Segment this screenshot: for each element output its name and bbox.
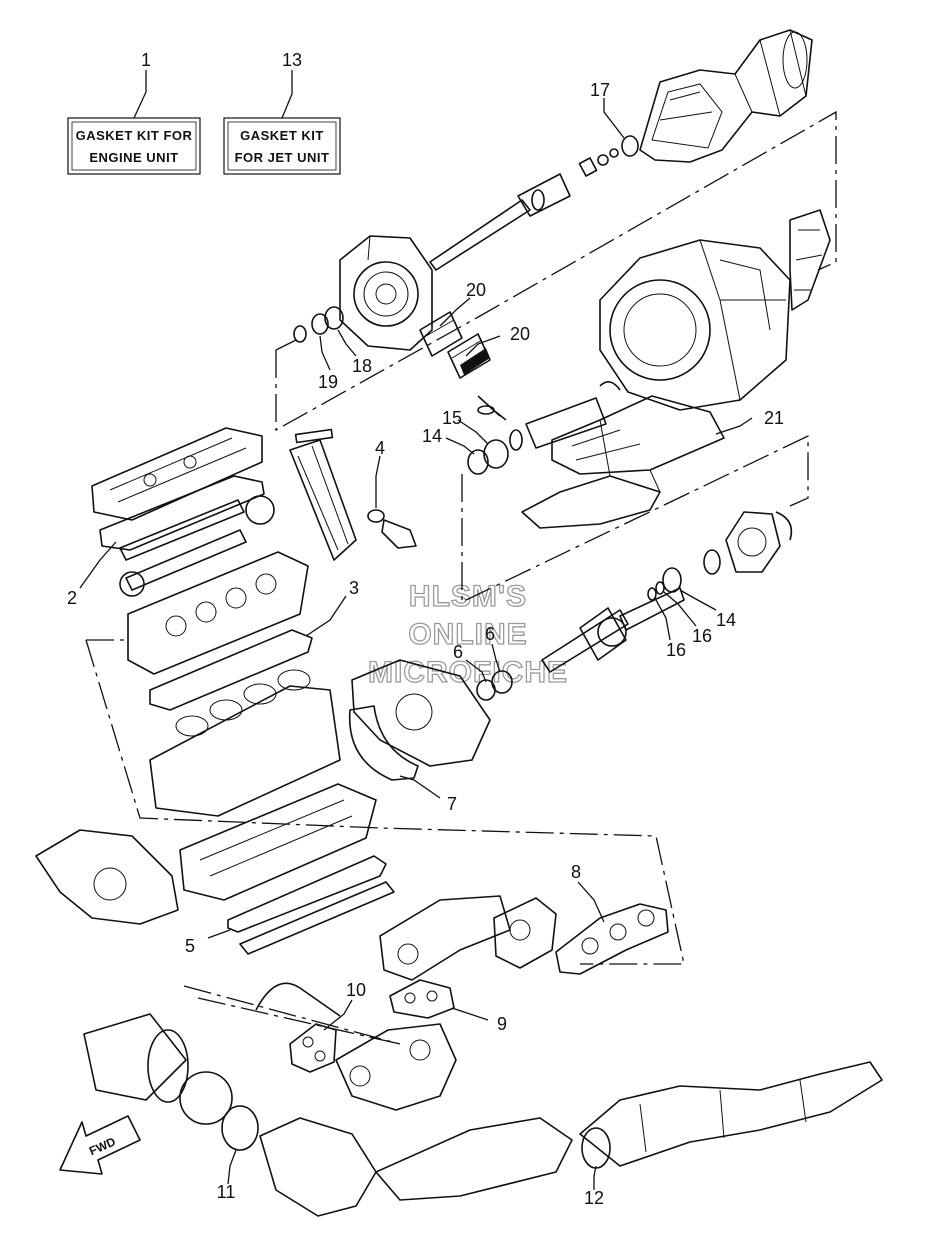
clamp-band	[255, 982, 341, 1017]
exhaust-joint-gasket-10	[289, 1023, 337, 1073]
o-ring-16a	[655, 581, 665, 595]
watermark: HLSM'S ONLINE MICROFICHE	[367, 579, 567, 689]
callout-18: 18	[352, 356, 372, 376]
o-ring-16b	[647, 587, 657, 601]
ride-plate	[521, 395, 725, 529]
oil-seal-14-upper	[467, 449, 489, 475]
forward-direction-arrow: FWD	[59, 1115, 141, 1175]
engine-gasket-kit-label: GASKET KIT FOR ENGINE UNIT	[67, 117, 201, 175]
exhaust-gasket-12	[581, 1127, 611, 1169]
exhaust-gasket-9	[389, 979, 455, 1019]
circlip	[509, 429, 523, 451]
oil-seal-18	[324, 306, 344, 330]
callout-21: 21	[764, 408, 784, 428]
impeller-shaft-upper	[429, 148, 619, 271]
callout-numbers: 1 13 17 20 20 18 19 15 14 21 4 2 3 14 16…	[67, 50, 784, 1208]
callout-10: 10	[346, 980, 366, 1000]
exhaust-pipe	[579, 1061, 883, 1167]
bearing-housing-lower	[725, 511, 781, 573]
bearing-housing	[599, 239, 791, 411]
water-pump-cover	[351, 659, 491, 767]
callout-2: 2	[67, 588, 77, 608]
spacer-tube	[525, 397, 607, 449]
jet-kit-label-line1: GASKET KIT	[240, 128, 324, 143]
seal-19-small	[293, 325, 307, 343]
gasket-20-pair	[419, 311, 491, 379]
oil-seal-19	[311, 313, 329, 335]
snap-ring	[775, 511, 793, 541]
callout-15: 15	[442, 408, 462, 428]
chain-tensioner	[367, 509, 417, 549]
jet-kit-label-line2: FOR JET UNIT	[235, 150, 330, 165]
callout-20a: 20	[466, 280, 486, 300]
exhaust-manifold	[379, 895, 557, 981]
crankcase	[179, 783, 377, 901]
exhaust-elbow	[335, 1023, 457, 1111]
intake-housing	[339, 235, 433, 351]
bearing-lower	[703, 549, 721, 575]
watermark-line2: ONLINE	[408, 618, 527, 651]
bearing-15	[483, 439, 509, 469]
generator-cover	[35, 829, 179, 925]
callout-1: 1	[141, 50, 151, 70]
camshafts	[119, 495, 275, 597]
jet-gasket-kit-label: GASKET KIT FOR JET UNIT	[223, 117, 341, 175]
jet-kit-boundary	[275, 110, 837, 604]
pump-cover-gasket-7	[348, 705, 419, 781]
leader-lines	[79, 70, 753, 1190]
exhaust-manifold-gasket-8	[555, 903, 669, 975]
timing-chain	[289, 428, 357, 561]
cylinder-block	[149, 669, 341, 817]
callout-5: 5	[185, 936, 195, 956]
callout-13: 13	[282, 50, 302, 70]
crankcase-gasket	[227, 855, 387, 933]
hose-clamp	[599, 381, 621, 391]
cylinder-head	[127, 551, 309, 675]
fwd-label: FWD	[87, 1134, 118, 1158]
impeller	[789, 209, 831, 311]
exhaust-kit-line-a	[183, 985, 401, 1045]
callout-8: 8	[571, 862, 581, 882]
drive-shaft-coupling	[541, 587, 685, 673]
callout-7: 7	[447, 794, 457, 814]
oil-pan	[239, 881, 395, 955]
callout-9: 9	[497, 1014, 507, 1034]
oil-seal-14-lower	[662, 567, 682, 593]
jet-pump-housing	[639, 29, 813, 163]
exhaust-gasket-11	[221, 1105, 259, 1151]
engine-kit-label-line1: GASKET KIT FOR	[76, 128, 193, 143]
cylinder-head-cover	[91, 427, 263, 521]
callout-14a: 14	[422, 426, 442, 446]
callout-17: 17	[590, 80, 610, 100]
o-ring-17	[621, 135, 639, 157]
callout-14b: 14	[716, 610, 736, 630]
callout-16a: 16	[692, 626, 712, 646]
bolt-stud	[477, 395, 507, 421]
callout-6a: 6	[453, 642, 463, 662]
oil-seal-6b	[491, 670, 513, 694]
callout-19: 19	[318, 372, 338, 392]
watermark-line1: HLSM'S	[409, 580, 527, 613]
callout-12: 12	[584, 1188, 604, 1208]
callout-16b: 16	[666, 640, 686, 660]
callout-3: 3	[349, 578, 359, 598]
engine-kit-label-line2: ENGINE UNIT	[89, 150, 178, 165]
callout-11: 11	[217, 1182, 236, 1202]
exhaust-kit-line-b	[197, 997, 401, 1045]
callout-20b: 20	[510, 324, 530, 344]
head-cover-gasket	[99, 475, 265, 551]
water-lock	[259, 1117, 573, 1217]
engine-kit-boundary	[85, 639, 685, 965]
hose-clamp-large	[179, 1071, 233, 1125]
cylinder-head-gasket	[149, 629, 313, 711]
callout-6b: 6	[485, 624, 495, 644]
callout-4: 4	[375, 438, 385, 458]
muffler	[83, 1013, 189, 1103]
